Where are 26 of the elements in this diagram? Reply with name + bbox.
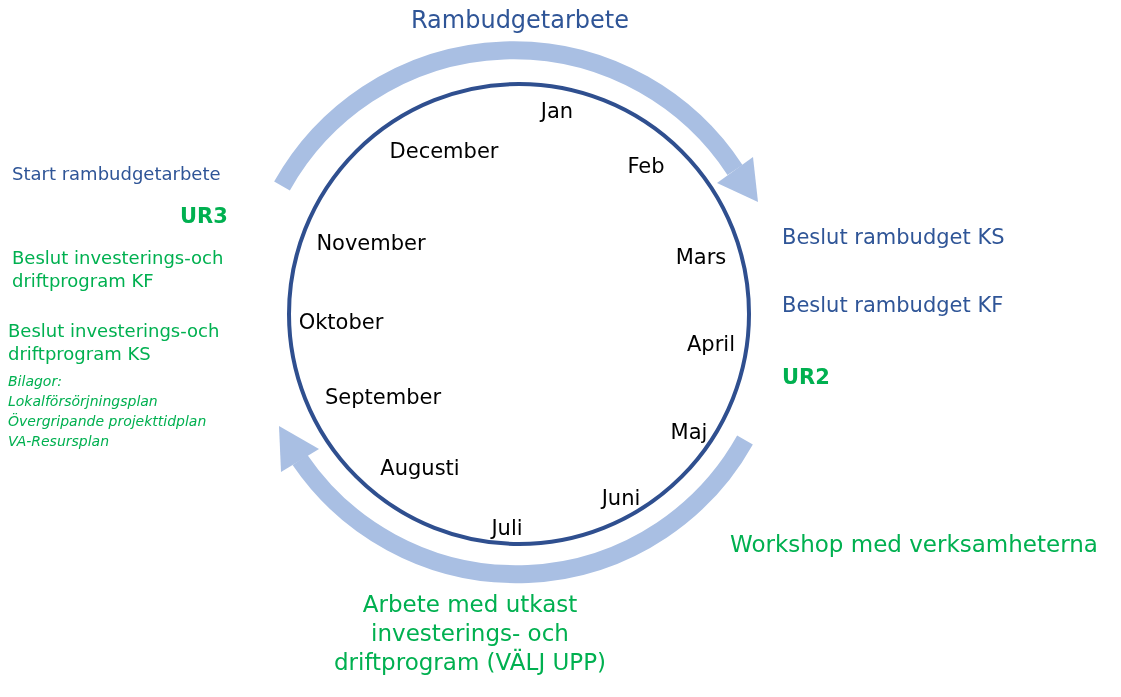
month-label: November [316,231,426,255]
annotation-text: Beslut rambudget KF [782,292,1004,319]
annotation-text: Beslut investerings-och driftprogram KS [8,320,221,365]
annotation-text: Beslut rambudget KS [782,224,1005,251]
annotation-text: Workshop med verksamheterna [730,530,1098,559]
month-label: Mars [675,245,727,269]
annotation-text: Start rambudgetarbete [12,163,221,186]
status-code: UR3 [180,203,228,230]
month-label: September [324,385,442,409]
month-label: Maj [670,420,708,444]
annotation-text: Lokalförsörjningsplan [8,393,158,411]
status-code: UR2 [782,364,830,391]
month-label: Juli [491,516,523,540]
annotation-text: Rambudgetarbete [409,5,631,35]
month-label: Feb [627,154,665,178]
month-label: Augusti [380,456,460,480]
annotation-text: Beslut investerings-och driftprogram KF [12,247,225,292]
annotation-text: Övergripande projekttidplan [8,413,207,431]
annotation-text: Bilagor: [8,373,62,391]
month-label: April [687,332,735,356]
month-label: December [389,139,499,163]
month-label: Juni [601,486,641,510]
month-label: Oktober [298,310,384,334]
month-label: Jan [540,99,574,123]
annotation-text: Arbete med utkast investerings- och driftprogram (VÄLJ UPP) [332,590,608,677]
annotation-text: VA-Resursplan [8,433,110,451]
